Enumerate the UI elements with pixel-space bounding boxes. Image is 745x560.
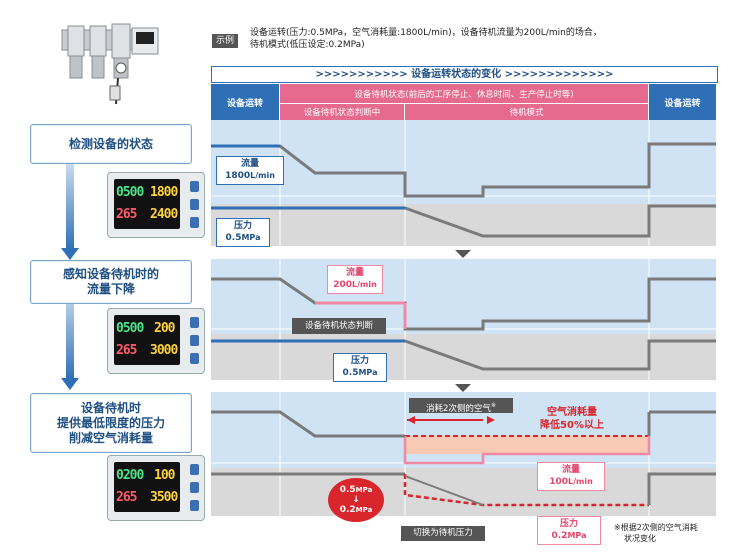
meter-1-top-right: 1800 [150, 185, 178, 200]
meter-3-top-right: 100 [154, 468, 176, 483]
panel2-judge-label: 设备待机状态判断 [292, 318, 386, 334]
panel2-flow-label: 流量 200L/min [327, 265, 383, 294]
secondary-air-label: 消耗2次侧的空气※ [409, 398, 513, 414]
meter-1-bottom-left: 265 [116, 207, 138, 222]
panel2-pressure-label: 压力 0.5MPa [333, 353, 387, 382]
example-description: 设备运转(压力:0.5MPa，空气消耗量:1800L/min)，设备待机流量为2… [250, 27, 602, 51]
flow-meter-display-1: 0500 1800 265 2400 [107, 172, 205, 238]
meter-1-top-left: 0500 [116, 185, 144, 200]
panel3-flow-label: 流量 100L/min [537, 462, 605, 491]
standby-judge-header: 设备待机状态判断中 [280, 104, 404, 120]
panel-sense-flow-drop [211, 259, 716, 380]
meter-3-top-left: 0200 [116, 468, 144, 483]
saving-label: 空气消耗量 降低50%以上 [540, 407, 604, 431]
meter-1-bottom-right: 2400 [150, 207, 178, 222]
panel3-pressure-label: 压力 0.2MPa [537, 516, 601, 545]
panel1-flow-label: 流量 1800L/min [216, 156, 284, 185]
run-header-left: 设备运转 [211, 84, 279, 120]
step-sense-flow-drop: 感知设备待机时的流量下降 [30, 260, 192, 304]
flow-meter-display-3: 0200 100 265 3500 [107, 455, 205, 521]
panel1-pressure-label: 压力 0.5MPa [216, 218, 270, 247]
step-detect-state: 检测设备的状态 [30, 124, 192, 164]
standby-mode-header: 待机模式 [405, 104, 648, 120]
meter-2-bottom-left: 265 [116, 343, 138, 358]
arrow-down-icon: ↓ [352, 495, 360, 505]
example-tag: 示例 [212, 34, 238, 48]
run-header-right: 设备运转 [649, 84, 716, 120]
meter-2-top-right: 200 [154, 321, 176, 336]
standby-header: 设备待机状态(前后的工序停止、休息时间、生产停止时等) [280, 84, 648, 103]
down-triangle-1 [455, 250, 471, 258]
flow-line-1 [211, 142, 716, 198]
meter-3-bottom-right: 3500 [150, 490, 178, 505]
flow-meter-display-2: 0500 200 265 3000 [107, 308, 205, 374]
meter-3-bottom-left: 265 [116, 490, 138, 505]
pressure-drop-badge: 0.5MPa ↓ 0.2MPa [328, 478, 384, 522]
state-change-banner: >>>>>>>>>>> 设备运转状态的变化 >>>>>>>>>>>>> [211, 66, 718, 83]
flow-arrow [60, 160, 80, 395]
example-line-1: 设备运转(压力:0.5MPa，空气消耗量:1800L/min)，设备待机流量为2… [250, 28, 602, 38]
down-triangle-2 [455, 384, 471, 392]
meter-2-bottom-right: 3000 [150, 343, 178, 358]
switch-standby-label: 切换为待机压力 [401, 526, 485, 541]
step-supply-min-pressure: 设备待机时提供最低限度的压力削减空气消耗量 [30, 393, 192, 453]
footnote: ※根据2次侧的空气消耗 状况变化 [614, 523, 698, 543]
panel-detect-state [211, 120, 716, 246]
example-line-2: 待机模式(低压设定:0.2MPa) [250, 40, 365, 50]
meter-2-top-left: 0500 [116, 321, 144, 336]
device-image [58, 16, 170, 108]
